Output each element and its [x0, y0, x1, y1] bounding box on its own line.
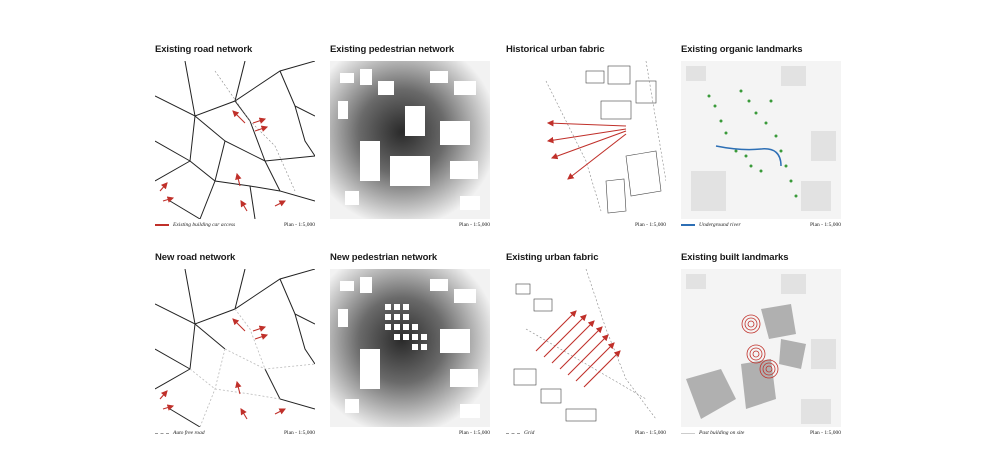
grid-axis-arrow: [543, 314, 587, 358]
legend-label: Grid: [524, 430, 535, 436]
panel-title: Existing organic landmarks: [681, 44, 803, 55]
car-access-arrow: [159, 182, 168, 192]
organic-landmarks-map: [681, 61, 841, 219]
car-access-arrow: [162, 404, 175, 411]
underground-river: [715, 145, 782, 167]
panel-title: Existing road network: [155, 44, 253, 55]
scale-label: Plan - 1:5,000: [458, 222, 490, 228]
historic-axis-arrow: [546, 128, 627, 144]
car-access-arrow: [240, 200, 248, 212]
scale-label: Plan - 1:5,000: [283, 430, 315, 436]
built-landmarks-map: [681, 269, 841, 427]
panel-title: New pedestrian network: [330, 252, 438, 263]
car-access-arrow: [252, 325, 267, 332]
pedestrian-network-map: [330, 61, 490, 219]
car-access-arrow: [235, 172, 242, 187]
legend-label: Existing building car access: [173, 222, 236, 228]
car-access-arrow: [274, 200, 286, 207]
historical-fabric-map: [506, 61, 666, 219]
panel-title: Existing built landmarks: [681, 252, 789, 263]
legend-label: Past building on site: [699, 430, 745, 436]
grid-axis-arrow: [567, 334, 609, 376]
car-access-arrow: [235, 380, 242, 395]
legend-dashed-swatch: [506, 432, 520, 434]
built-landmark-markers: [741, 314, 779, 379]
car-access-arrow: [254, 125, 269, 132]
historic-axis-arrow: [567, 133, 627, 180]
road-network-map: [155, 61, 315, 219]
legend-car-access: Existing building car access: [155, 222, 235, 228]
car-access-arrow: [162, 196, 175, 203]
urban-fabric-map: [506, 269, 666, 427]
car-access-arrow: [232, 318, 246, 332]
grid-axis-arrow: [535, 310, 577, 352]
legend-arrow-swatch: [155, 224, 169, 226]
car-access-arrow: [274, 408, 286, 415]
legend-past-building: Past building on site: [681, 430, 744, 436]
car-access-arrow: [240, 408, 248, 420]
grid-axis-arrow: [583, 350, 621, 388]
panel-title: New road network: [155, 252, 236, 263]
new-road-network-map: [155, 269, 315, 427]
scale-label: Plan - 1:5,000: [809, 222, 841, 228]
panel-title: Existing pedestrian network: [330, 44, 454, 55]
legend-label: Underground river: [699, 222, 741, 228]
grid-axis-arrow: [559, 326, 603, 370]
legend-label: Auto free road: [173, 430, 205, 436]
legend-grid: Grid: [506, 430, 534, 436]
legend-river-swatch: [681, 224, 695, 226]
legend-dashed-swatch: [155, 432, 169, 434]
grid-axis-arrow: [551, 320, 595, 364]
legend-underground-river: Underground river: [681, 222, 741, 228]
legend-swatch: [681, 432, 695, 434]
car-access-arrow: [252, 117, 267, 124]
legend-auto-free-road: Auto free road: [155, 430, 205, 436]
panel-title: Historical urban fabric: [506, 44, 605, 55]
car-access-arrow: [254, 333, 269, 340]
car-access-arrow: [232, 110, 246, 124]
grid-axis-arrow: [575, 342, 615, 382]
historic-axis-arrow: [546, 119, 627, 127]
scale-label: Plan - 1:5,000: [809, 430, 841, 436]
scale-label: Plan - 1:5,000: [634, 430, 666, 436]
scale-label: Plan - 1:5,000: [458, 430, 490, 436]
new-pedestrian-network-map: [330, 269, 490, 427]
scale-label: Plan - 1:5,000: [634, 222, 666, 228]
scale-label: Plan - 1:5,000: [283, 222, 315, 228]
historic-axis-arrow: [550, 130, 627, 160]
panel-title: Existing urban fabric: [506, 252, 599, 263]
car-access-arrow: [159, 390, 168, 400]
